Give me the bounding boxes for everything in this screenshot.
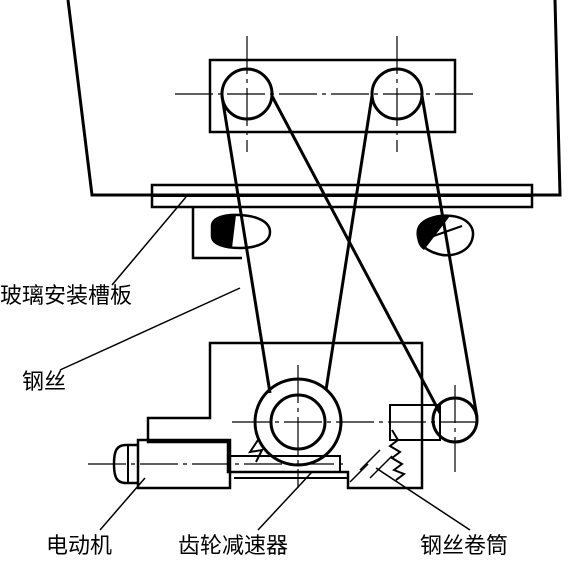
left-guide-slider — [210, 213, 272, 250]
label-glass-channel: 玻璃安装槽板 — [0, 284, 133, 309]
lower-hatching — [349, 449, 393, 483]
right-guide-slider — [416, 214, 475, 257]
drum-teeth — [388, 429, 407, 481]
label-wire-drum: 钢丝卷筒 — [420, 534, 509, 559]
steel-wire — [220, 95, 479, 418]
glass-channel-plate — [150, 183, 534, 209]
label-gear-reducer: 齿轮减速器 — [178, 534, 289, 559]
lower-housing-inner-step — [389, 404, 441, 441]
door-glass-outline — [66, 0, 562, 197]
motor-shaft — [229, 455, 348, 479]
leader-lines — [59, 196, 471, 531]
upper-centerlines — [175, 36, 478, 152]
upper-bracket — [208, 58, 457, 134]
label-motor: 电动机 — [46, 534, 113, 559]
lower-centerlines — [88, 365, 478, 488]
label-wire: 钢丝 — [22, 370, 67, 395]
channel-left-bracket — [191, 207, 242, 260]
